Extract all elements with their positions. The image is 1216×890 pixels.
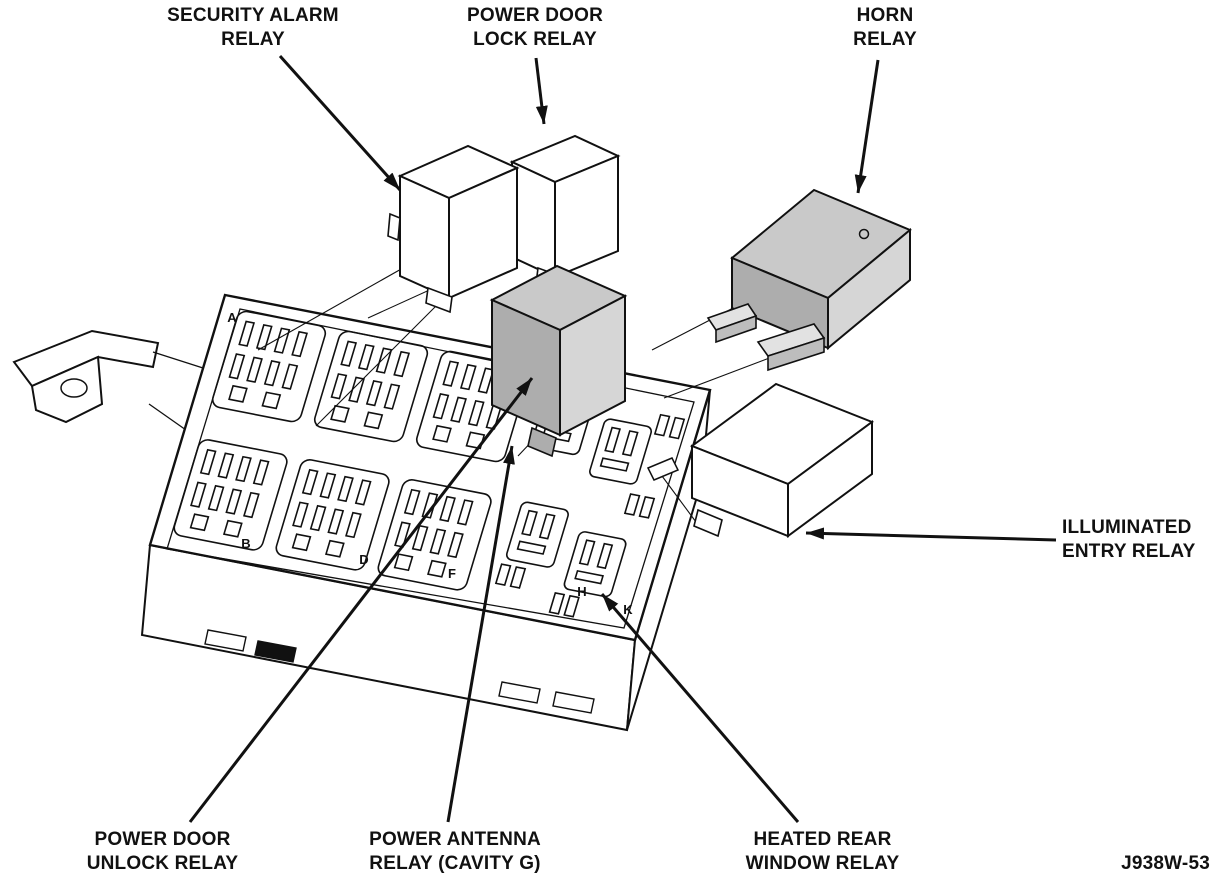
callout-line: WINDOW RELAY: [745, 853, 900, 874]
callout-line: POWER DOOR: [94, 829, 231, 850]
security-alarm-arrow: [278, 54, 402, 192]
callout-line: ENTRY RELAY: [1062, 541, 1196, 562]
cavity-letter: F: [448, 566, 456, 581]
mounting-bracket: [12, 329, 204, 431]
figure-code: J938W-53: [1080, 852, 1210, 876]
callout-line: UNLOCK RELAY: [86, 853, 239, 874]
cavity-letter: B: [241, 536, 250, 551]
cavity-letter: A: [227, 310, 237, 325]
callout-line: POWER ANTENNA: [369, 829, 541, 850]
callout-line: RELAY: [221, 29, 285, 50]
horn-arrow: [854, 59, 880, 194]
illuminated-entry-relay-box: [689, 382, 875, 538]
callout-line: HORN: [856, 5, 914, 26]
callout-line: HEATED REAR: [753, 829, 892, 850]
callout-line: RELAY: [853, 29, 917, 50]
callout-horn-relay: HORN RELAY: [790, 4, 980, 52]
cavity-letter: K: [623, 602, 633, 617]
power-door-unlock-arrow: [188, 377, 534, 823]
callout-line: RELAY (CAVITY G): [369, 853, 541, 874]
edge-connector-tab: [646, 457, 680, 481]
callout-line: ILLUMINATED: [1062, 517, 1192, 538]
callout-power-door-lock-relay: POWER DOOR LOCK RELAY: [420, 4, 650, 52]
callout-security-alarm-relay: SECURITY ALARM RELAY: [128, 4, 378, 52]
power-antenna-arrow: [446, 445, 515, 823]
callout-power-door-unlock-relay: POWER DOOR UNLOCK RELAY: [55, 828, 270, 876]
security-alarm-relay-box: [387, 144, 520, 314]
callout-line: LOCK RELAY: [473, 29, 597, 50]
horn-relay-box: [706, 188, 912, 372]
callout-illuminated-entry-relay: ILLUMINATED ENTRY RELAY: [1062, 516, 1212, 564]
mounting-slots: [204, 629, 595, 714]
cavity-letter: D: [359, 552, 368, 567]
heated-rear-window-arrow: [600, 593, 800, 823]
callout-heated-rear-window-relay: HEATED REAR WINDOW RELAY: [710, 828, 935, 876]
figure-code-text: J938W-53: [1121, 853, 1210, 874]
callout-line: POWER DOOR: [466, 5, 604, 26]
cavity-letter: H: [577, 584, 586, 599]
callout-power-antenna-relay: POWER ANTENNA RELAY (CAVITY G): [330, 828, 580, 876]
callout-line: SECURITY ALARM: [167, 5, 339, 26]
cavity-letters: A B D F H K: [227, 310, 633, 617]
power-door-lock-arrow: [534, 57, 548, 125]
power-antenna-relay-box: [489, 264, 628, 458]
illuminated-entry-arrow: [805, 527, 1057, 542]
